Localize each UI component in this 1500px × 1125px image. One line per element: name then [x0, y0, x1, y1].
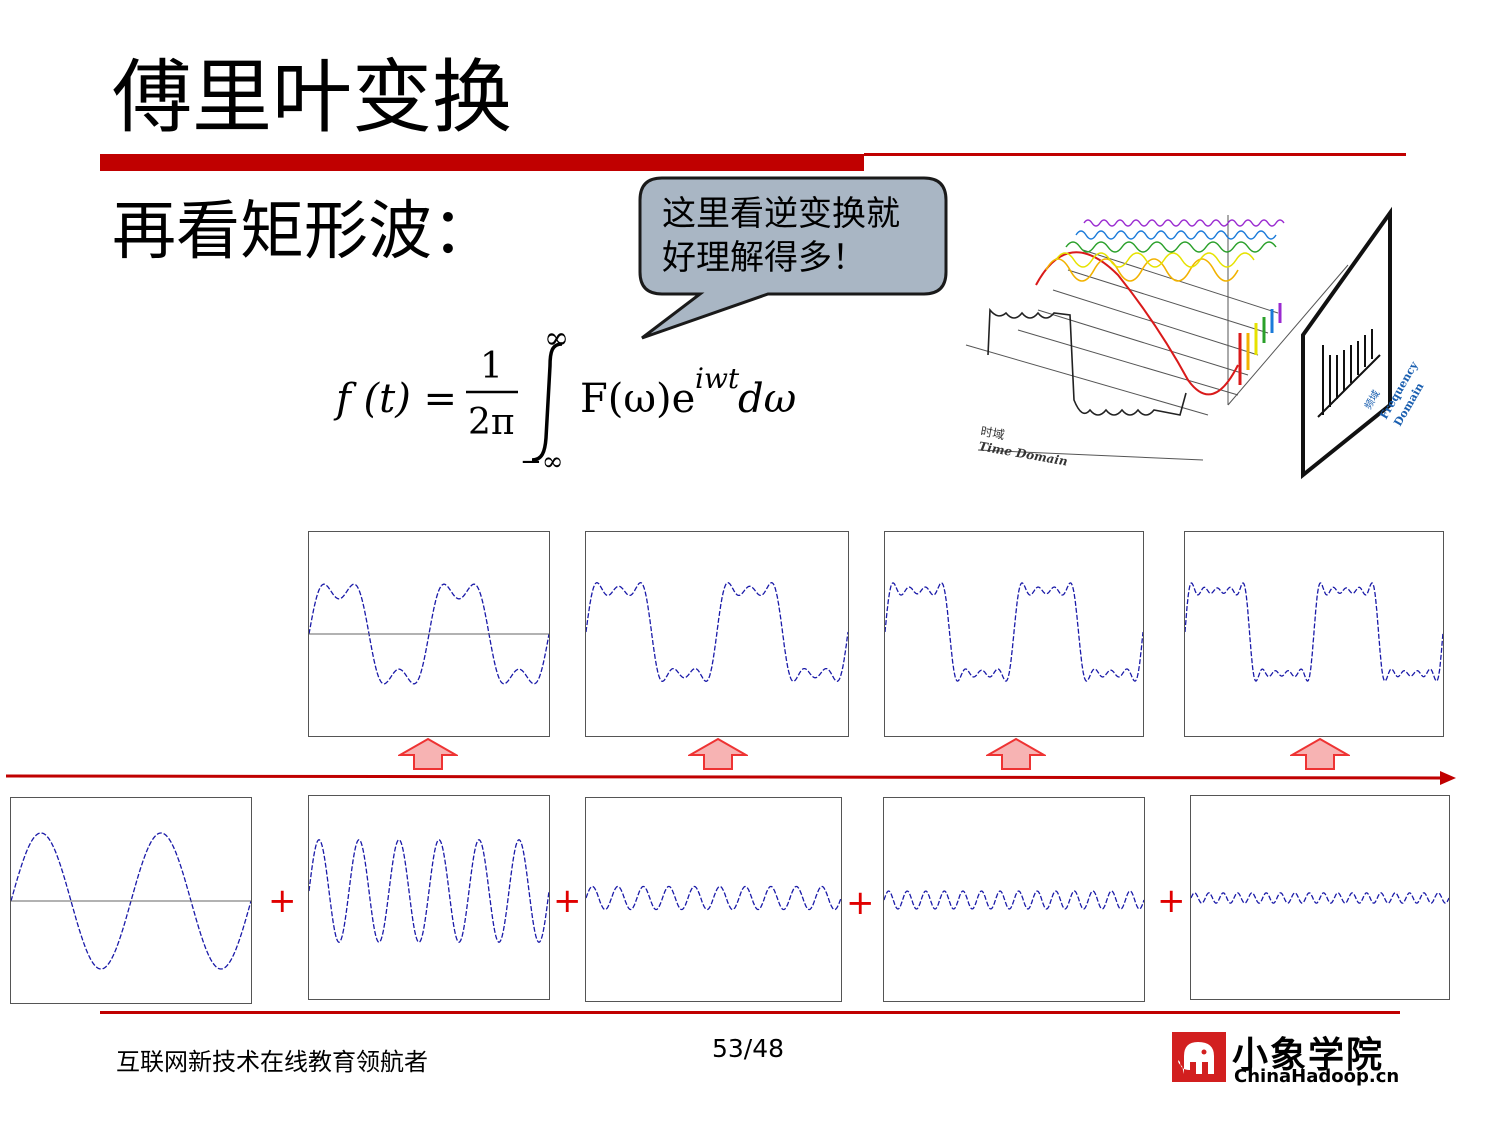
- spectrum-bars-3d: [1238, 303, 1282, 385]
- slide-subtitle: 再看矩形波：: [112, 195, 496, 269]
- component-wave-2: [309, 839, 549, 943]
- time-frequency-illustration: 时域 Time Domain 频域 Frequency Domain: [965, 206, 1427, 480]
- callout-line-1: 这里看逆变换就: [662, 194, 900, 234]
- partial-sum-wave-1: [309, 583, 549, 685]
- harmonic-green: [1065, 241, 1277, 253]
- component-panel-4: [883, 797, 1145, 1002]
- elephant-logo-icon: [1172, 1032, 1226, 1082]
- partial-sum-wave-4: [1185, 582, 1443, 682]
- formula-denominator: 2π: [468, 402, 515, 443]
- harmonic-yellow: [1055, 252, 1255, 268]
- up-arrow-1: [398, 737, 458, 770]
- partial-sum-wave-3: [885, 582, 1143, 682]
- slide-title: 傅里叶变换: [112, 51, 512, 144]
- harmonic-red: [1035, 251, 1239, 396]
- title-underline-thin: [864, 153, 1406, 156]
- partial-sum-panel-2: [585, 531, 849, 737]
- up-arrow-3: [986, 737, 1046, 770]
- frequency-panel: [1301, 206, 1392, 480]
- page-number: 53/48: [712, 1034, 785, 1063]
- formula-differential: dω: [738, 376, 796, 422]
- partial-sum-panel-1: [308, 531, 550, 737]
- component-wave-4: [884, 890, 1144, 910]
- formula-lower-limit: −∞: [520, 447, 563, 477]
- footer-divider: [100, 1011, 1400, 1014]
- harmonic-orange: [1045, 258, 1239, 282]
- plus-sign-3: +: [846, 883, 875, 923]
- component-wave-3: [586, 885, 841, 911]
- partial-sum-wave-2: [586, 582, 848, 682]
- title-underline-thick: [100, 154, 864, 171]
- up-arrow-2: [688, 737, 748, 770]
- component-wave-5: [1191, 892, 1449, 904]
- component-panel-3: [585, 797, 842, 1002]
- partial-sum-panel-4: [1184, 531, 1444, 737]
- callout-text: 这里看逆变换就 好理解得多！: [662, 192, 942, 280]
- callout-bubble: [638, 176, 948, 340]
- component-panel-5: [1190, 795, 1450, 1000]
- plus-sign-1: +: [268, 881, 297, 921]
- formula-upper-limit: ∞: [544, 321, 569, 356]
- up-arrow-4: [1290, 737, 1350, 770]
- time-domain-label-en: Time Domain: [977, 439, 1068, 468]
- brand-website: ChinaHadoop.cn: [1234, 1066, 1400, 1087]
- integral-sign: [531, 342, 563, 462]
- partial-sum-panel-3: [884, 531, 1144, 737]
- component-panel-1: [10, 797, 252, 1004]
- formula-numerator: 1: [480, 346, 503, 387]
- component-panel-2: [308, 795, 550, 1000]
- footer-slogan: 互联网新技术在线教育领航者: [116, 1048, 428, 1076]
- time-domain-label-cn: 时域: [979, 424, 1005, 442]
- callout-line-2: 好理解得多！: [662, 238, 866, 278]
- plus-sign-4: +: [1157, 881, 1186, 921]
- inverse-fourier-formula: f (t) = 1 2π ∞ −∞ F(ω)e iwt dω: [333, 321, 796, 477]
- spectrum-bars-panel: [1317, 329, 1381, 418]
- harmonic-blue: [1075, 230, 1277, 240]
- harmonic-purple: [1083, 219, 1285, 227]
- formula-lhs: f (t) =: [333, 376, 457, 422]
- formula-exponent: iwt: [695, 362, 740, 395]
- progression-arrow: [5, 771, 1456, 785]
- square-wave-sum: [987, 307, 1187, 416]
- component-wave-1: [11, 832, 251, 970]
- plus-sign-2: +: [553, 881, 582, 921]
- formula-integrand: F(ω)e: [580, 376, 695, 422]
- brand-name: 小象学院: [1232, 1035, 1385, 1076]
- baseline-grid: [965, 215, 1349, 461]
